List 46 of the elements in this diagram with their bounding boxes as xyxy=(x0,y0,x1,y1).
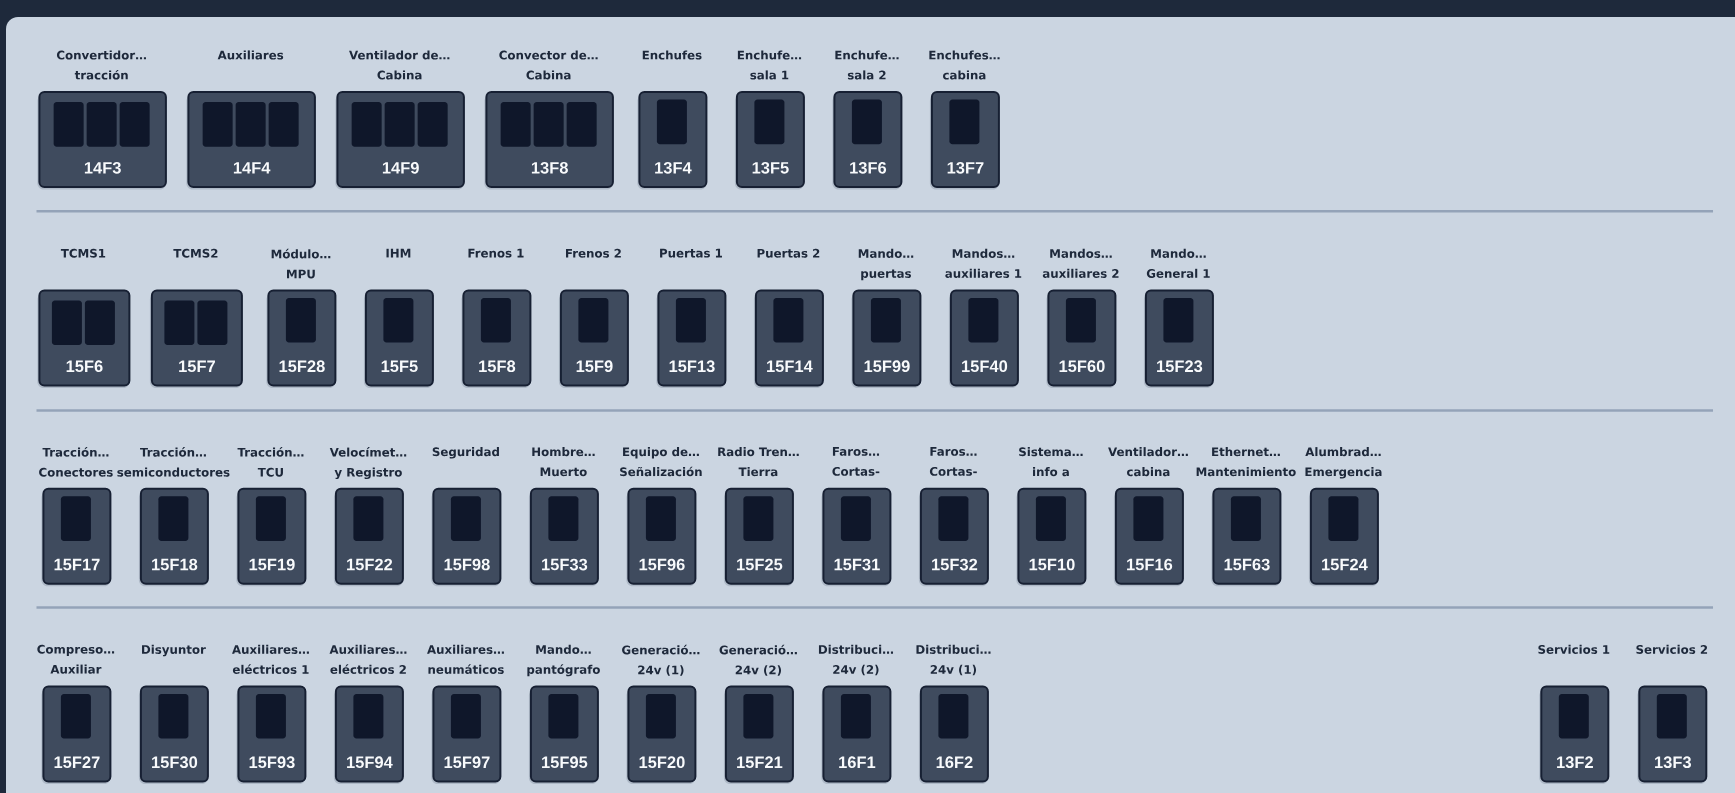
breaker-label: TCMS2 xyxy=(173,248,218,258)
breaker-label: Mando… General 1 xyxy=(1146,248,1210,278)
breaker-label: Convector de… Cabina xyxy=(499,50,598,80)
breaker-label: Tracción… Conectores xyxy=(39,447,113,477)
breaker-label: Compreso… Auxiliar xyxy=(37,644,115,674)
breaker-label: Frenos 1 xyxy=(468,248,524,258)
breaker-label: Alumbrad… Emergencia xyxy=(1305,447,1382,479)
breaker-label: Faros… Cortas- xyxy=(832,447,880,476)
breaker-label: Frenos 2 xyxy=(566,248,621,258)
breaker-label: Auxiliares… neumáticos xyxy=(427,644,504,674)
breaker-label: Generació… 24v (2) xyxy=(719,644,797,676)
breaker-label: Faros… Cortas- xyxy=(929,447,977,476)
breaker-label: Tracción… semiconductores xyxy=(117,447,230,477)
breaker-label: Equipo de… Señalización xyxy=(620,447,702,477)
breaker-label: Ethernet… Mantenimiento xyxy=(1196,447,1296,477)
breaker-label: Enchufes… cabina xyxy=(929,50,1000,80)
breaker-label: Disyuntor xyxy=(142,644,206,657)
breaker-label: Mandos… auxiliares 2 xyxy=(1042,248,1119,278)
breaker-label: Enchufes xyxy=(642,50,702,60)
breaker-label: Distribuci… 24v (1) xyxy=(916,644,991,676)
breaker-label: Auxiliares… eléctricos 1 xyxy=(232,644,309,674)
breaker-label: Mando… pantógrafo xyxy=(527,644,600,677)
breaker-label: Auxiliares xyxy=(217,50,284,60)
breaker-label: Servicios 1 xyxy=(1538,644,1610,654)
breaker-label: Sistema… info a xyxy=(1019,447,1083,477)
breaker-label: Módulo… MPU xyxy=(271,248,331,279)
breaker-label: Hombre… Muerto xyxy=(532,447,595,477)
breaker-label: Auxiliares… eléctricos 2 xyxy=(329,644,407,674)
breaker-label: Generació… 24v (1) xyxy=(622,644,700,676)
breaker-label: Mando… puertas xyxy=(858,248,914,281)
breaker-label: Distribuci… 24v (2) xyxy=(818,644,893,676)
breaker-label: Ventilador… cabina xyxy=(1108,447,1188,477)
breaker-label: Servicios 2 xyxy=(1636,644,1708,654)
breaker-label: Puertas 2 xyxy=(757,248,820,258)
breaker-label: Puertas 1 xyxy=(660,248,722,258)
breaker-label: Convertidor… tracción xyxy=(56,50,146,80)
breaker-label: Tracción… TCU xyxy=(237,447,304,477)
breaker-label: IHM xyxy=(386,248,411,258)
breaker-label: Enchufe… sala 2 xyxy=(835,50,899,80)
breaker-label: Seguridad xyxy=(432,447,499,459)
breaker-label: TCMS1 xyxy=(60,248,106,258)
breaker-label: Ventilador de… Cabina xyxy=(349,50,450,80)
breaker-label: Radio Tren… Tierra xyxy=(718,447,799,477)
breaker-label: Velocímet… y Registro xyxy=(329,447,407,480)
breaker-label: Enchufe… sala 1 xyxy=(737,50,802,80)
breaker-label: Mandos… auxiliares 1 xyxy=(945,248,1022,278)
